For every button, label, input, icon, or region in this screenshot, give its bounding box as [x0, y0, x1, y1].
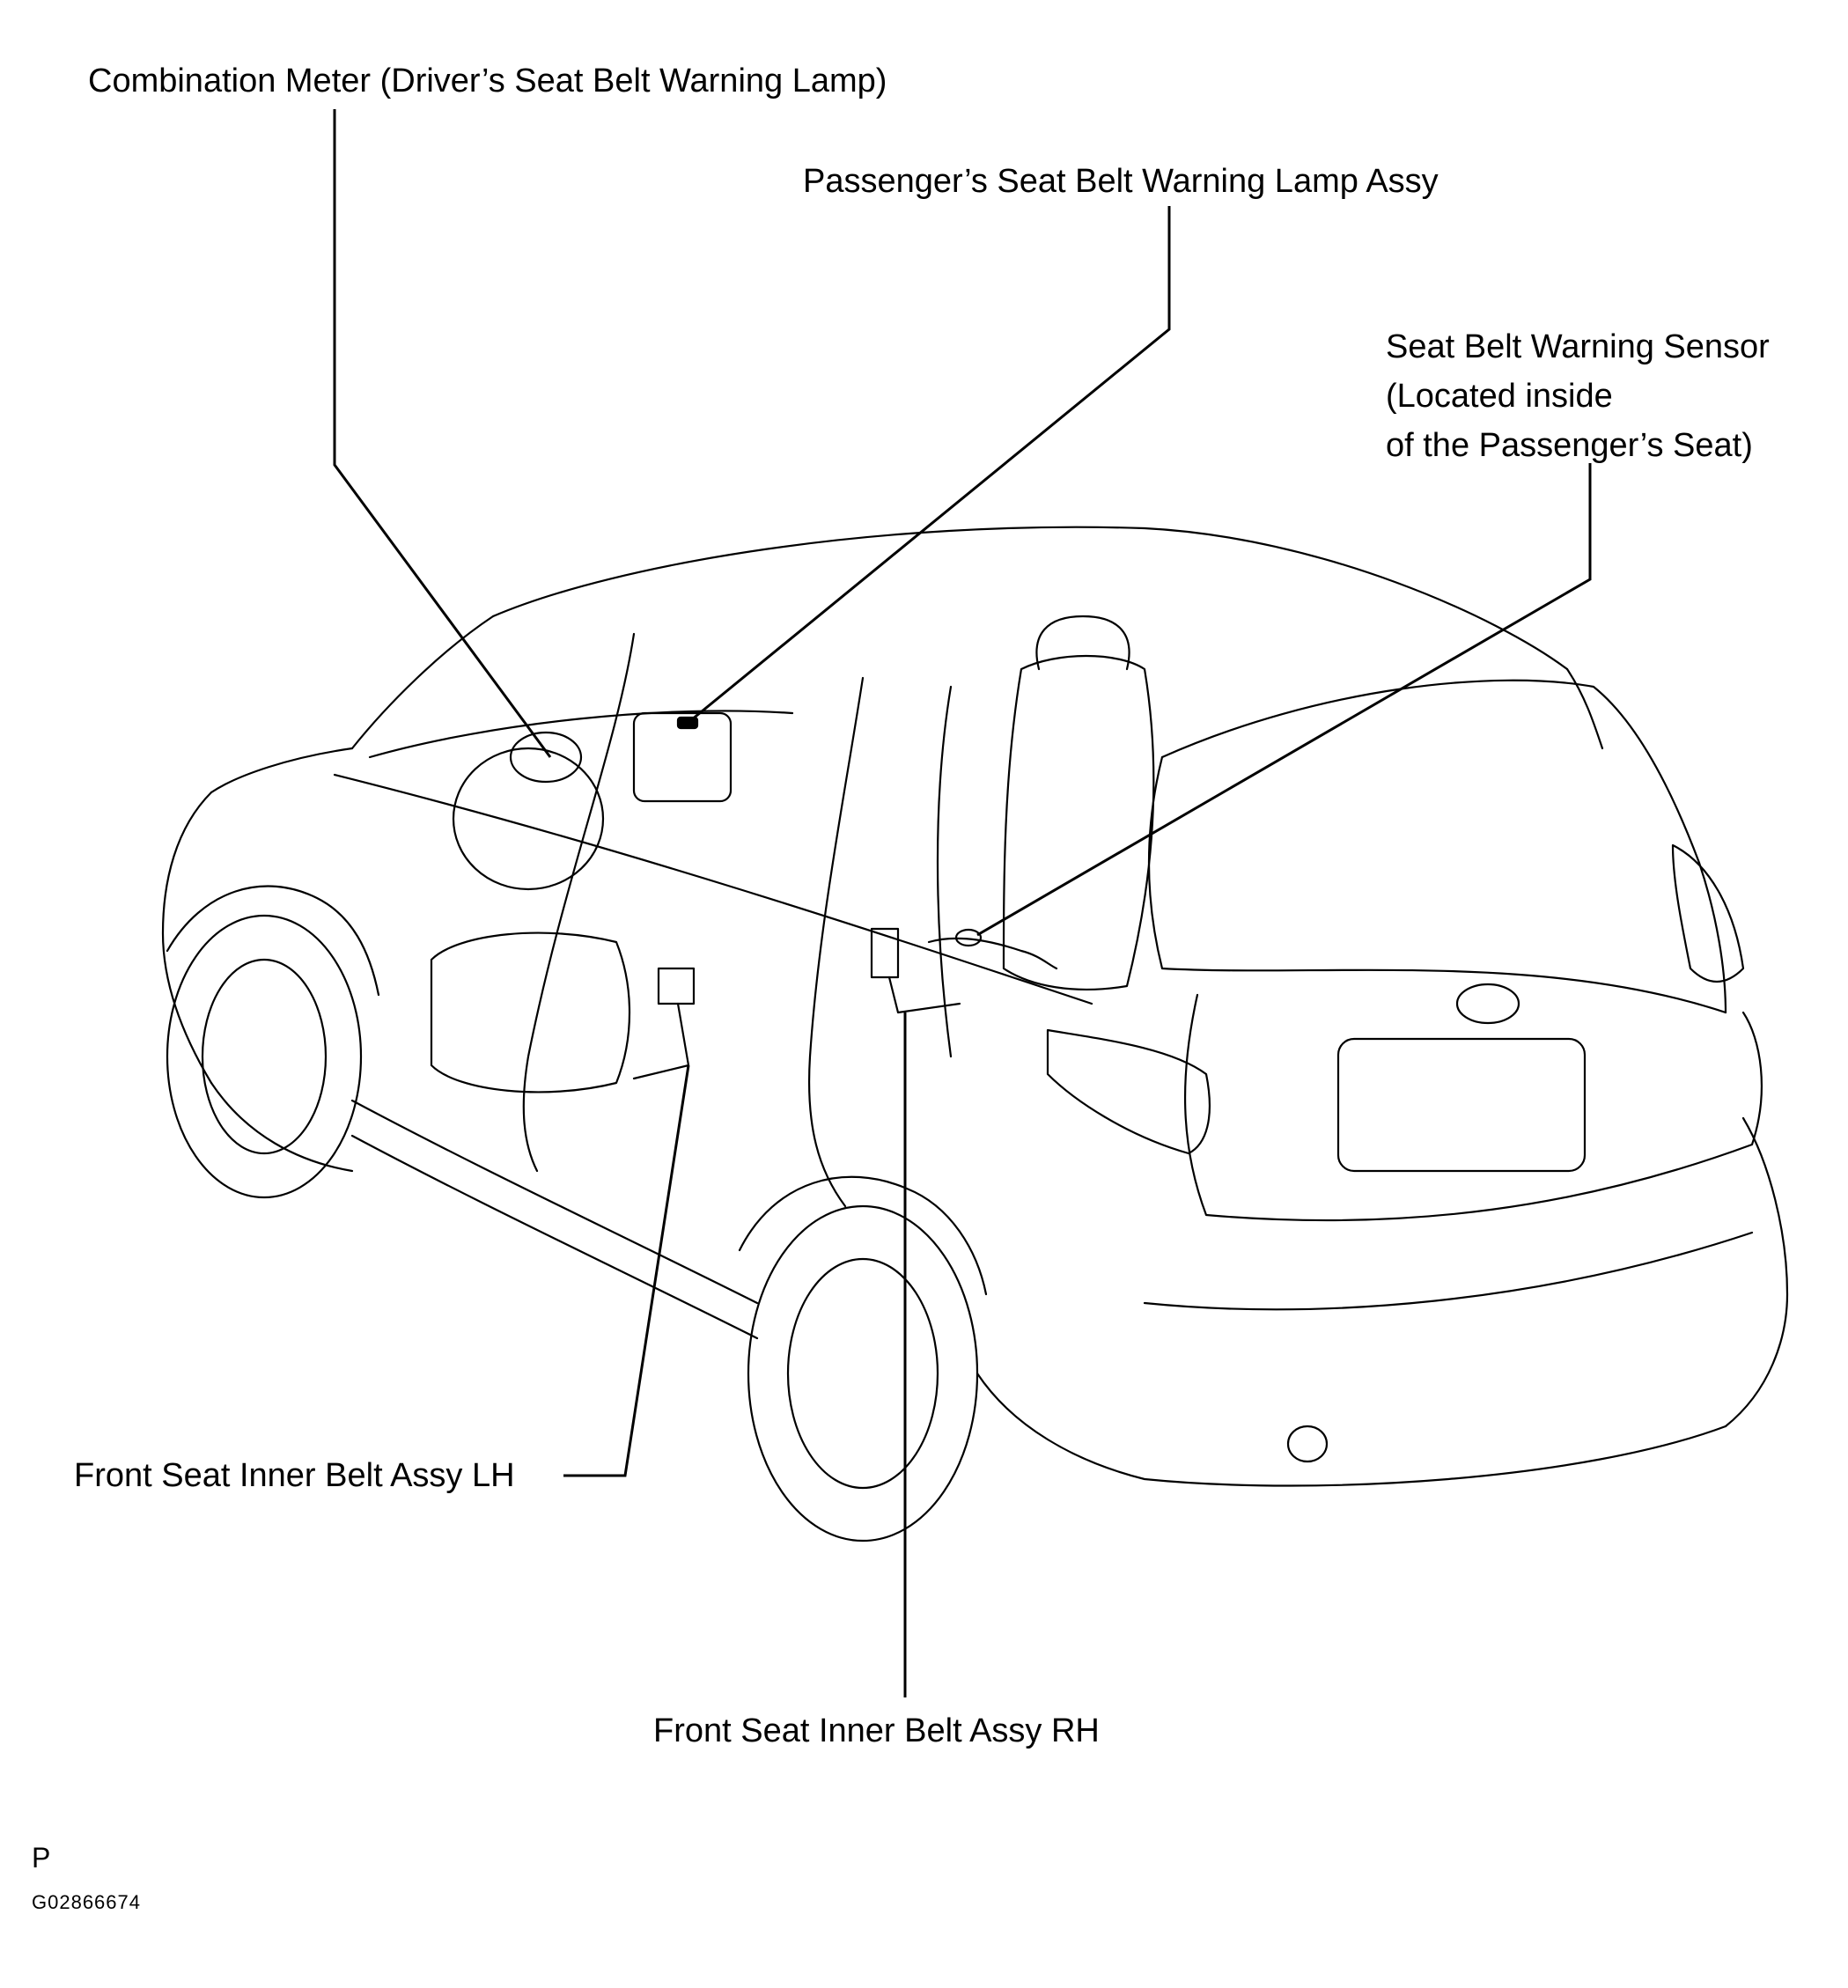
label-sensor-line3: of the Passenger’s Seat): [1386, 427, 1753, 464]
right-tail-lamp: [1671, 843, 1745, 983]
figure-id: G02866674: [32, 1891, 141, 1913]
front-wheel-outer: [166, 914, 363, 1199]
hood-edge: [210, 747, 354, 794]
exhaust-tip: [1286, 1425, 1329, 1463]
rear-wheel-inner: [786, 1257, 939, 1490]
label-combination-meter: Combination Meter (Driver’s Seat Belt Wa…: [88, 63, 887, 99]
label-sensor-line1: Seat Belt Warning Sensor: [1386, 328, 1770, 365]
leader-seat-belt-warning-sensor: [976, 463, 1592, 937]
steering-wheel: [452, 747, 605, 891]
inner-belt-rh-buckle: [870, 927, 900, 979]
seat-belt-warning-sensor: [954, 928, 983, 947]
left-tail-lamp: [1046, 1028, 1211, 1155]
label-sensor-line2: (Located inside: [1386, 378, 1613, 415]
license-plate-recess: [1336, 1037, 1587, 1173]
vehicle-illustration: [161, 526, 1789, 1543]
rear-door-edge: [936, 685, 953, 1058]
center-console-panel: [632, 711, 733, 803]
side-sill-lower: [350, 1134, 759, 1340]
inner-belt-lh-strap: [632, 1002, 690, 1080]
b-pillar: [807, 676, 865, 1208]
rear-wheel-arch: [738, 1175, 988, 1296]
rear-emblem: [1455, 983, 1520, 1025]
tailgate-panel: [1183, 993, 1763, 1222]
front-wheel-inner: [201, 958, 328, 1155]
inner-belt-rh-strap: [887, 976, 961, 1014]
front-body: [161, 791, 213, 1085]
roof-rear-edge: [1565, 667, 1604, 750]
rear-bumper-lower: [976, 1372, 1727, 1487]
front-wheel-arch: [166, 885, 380, 997]
dashboard-top: [368, 710, 794, 759]
passenger-headrest: [1035, 615, 1130, 671]
rear-wheel-outer: [747, 1204, 979, 1543]
combination-meter: [509, 731, 583, 784]
leader-passenger-warning-lamp: [686, 206, 1171, 725]
inner-belt-lh-buckle: [657, 967, 696, 1005]
seat-belt-warning-sensor-harness: [927, 937, 1058, 970]
side-sill-upper: [350, 1099, 759, 1305]
rear-corner: [1724, 1116, 1789, 1428]
front-bumper-lower: [210, 1081, 354, 1173]
driver-seat-cushion: [430, 931, 631, 1093]
roof-line: [491, 526, 1569, 671]
leader-lines: [333, 109, 1592, 1697]
tailgate-window-top: [1160, 679, 1727, 1014]
front-door-rear-edge: [522, 632, 636, 1173]
rear-bumper-upper: [1143, 1231, 1754, 1311]
floor-line: [333, 773, 1093, 1005]
leader-inner-belt-lh: [563, 1064, 690, 1477]
label-passenger-warning-lamp: Passenger’s Seat Belt Warning Lamp Assy: [803, 163, 1439, 200]
leader-combination-meter: [333, 109, 552, 758]
label-inner-belt-lh: Front Seat Inner Belt Assy LH: [74, 1457, 515, 1494]
windshield-top: [350, 615, 495, 750]
passenger-seat-back: [1002, 654, 1155, 990]
label-inner-belt-rh: Front Seat Inner Belt Assy RH: [653, 1712, 1100, 1749]
tailgate-window-bottom: [1147, 755, 1727, 1014]
footer-code-letter: P: [32, 1842, 51, 1874]
